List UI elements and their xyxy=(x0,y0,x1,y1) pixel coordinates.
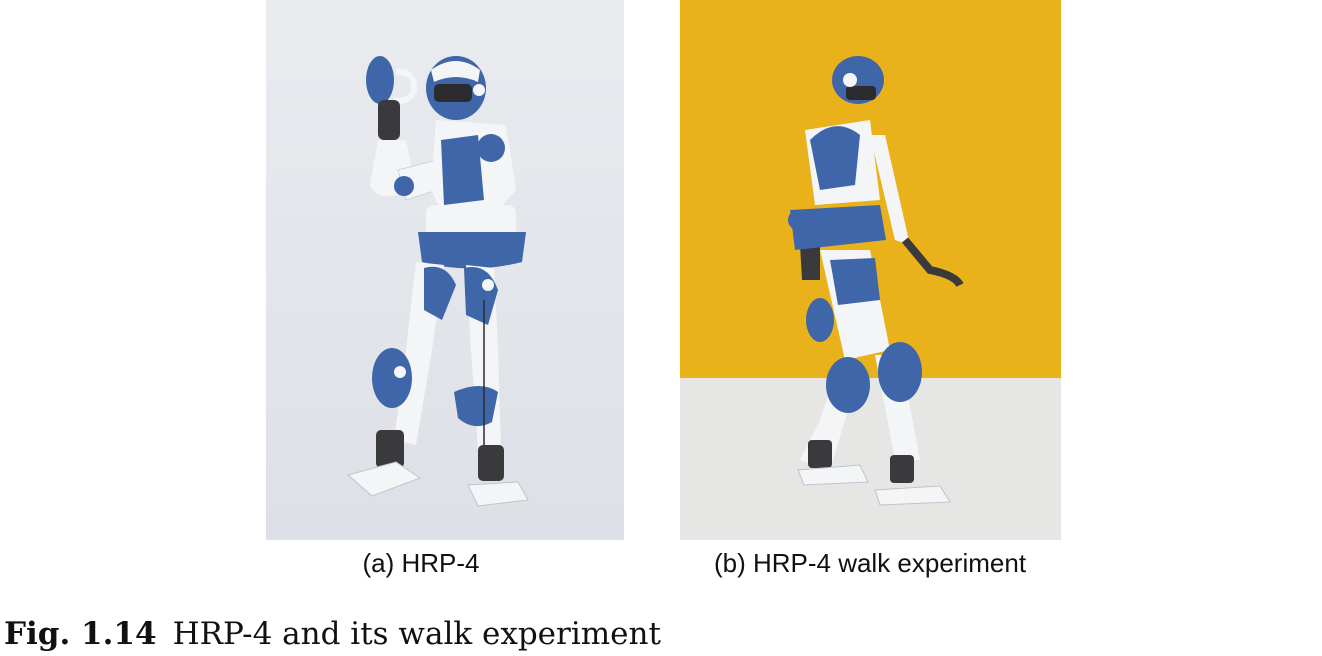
robot-hand xyxy=(806,298,834,342)
robot-hand xyxy=(366,56,394,104)
figure-panel-a xyxy=(266,0,624,540)
hrp4-walking-photo xyxy=(680,0,1061,540)
figure-panel-b xyxy=(680,0,1061,540)
floor xyxy=(680,378,1061,540)
figure-caption-label: Fig. 1.14 xyxy=(4,616,157,652)
figure-caption: Fig. 1.14 HRP-4 and its walk experiment xyxy=(4,616,661,656)
figure-caption-text: HRP-4 and its walk experiment xyxy=(172,616,661,652)
hrp4-standing-photo xyxy=(266,0,624,540)
subfigure-caption-b: (b) HRP-4 walk experiment xyxy=(713,548,1027,578)
subfigure-caption-a: (a) HRP-4 xyxy=(362,548,480,578)
